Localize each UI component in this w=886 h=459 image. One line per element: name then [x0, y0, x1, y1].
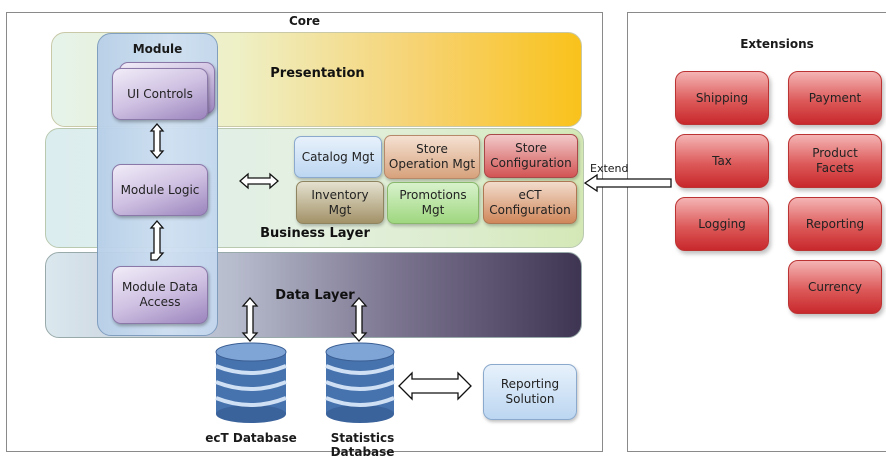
extensions-title: Extensions: [740, 37, 814, 51]
extend-arrow: [583, 173, 672, 193]
logic-data-double-arrow: [149, 220, 165, 261]
extend-label: Extend: [590, 162, 629, 175]
inventory-mgt-line2: Mgt: [328, 202, 352, 217]
module-logic-label: Module Logic: [120, 182, 200, 197]
extension-payment: Payment: [788, 71, 882, 125]
ect-configuration-line2: Configuration: [489, 202, 571, 217]
store-configuration-line1: Store: [515, 141, 547, 155]
module-logic-box: Module Logic: [112, 164, 208, 216]
ect-configuration-line1: eCT: [518, 187, 542, 202]
ect-configuration-box: eCT Configuration: [483, 181, 577, 224]
extension-reporting-label: Reporting: [805, 216, 865, 231]
store-operation-line1: Store: [416, 142, 448, 156]
data-layer-title: Data Layer: [275, 288, 355, 303]
datalayer-stats-db-double-arrow: [350, 297, 368, 342]
extension-tax-label: Tax: [712, 153, 732, 168]
extension-currency-label: Currency: [807, 279, 863, 294]
reporting-solution-line1: Reporting: [500, 377, 560, 391]
module-data-access-line2: Access: [139, 295, 181, 309]
catalog-mgt-box: Catalog Mgt: [294, 136, 382, 178]
extension-product-facets: Product Facets: [788, 134, 882, 188]
extension-shipping-label: Shipping: [695, 90, 749, 105]
datalayer-ect-db-double-arrow: [241, 297, 259, 342]
inventory-mgt-box: Inventory Mgt: [296, 181, 384, 224]
extension-payment-label: Payment: [808, 90, 862, 105]
store-configuration-box: Store Configuration: [484, 134, 578, 178]
reporting-solution-line2: Solution: [505, 392, 555, 406]
core-title: Core: [288, 14, 321, 28]
module-data-access-line1: Module Data: [121, 280, 199, 294]
extension-reporting: Reporting: [788, 197, 882, 251]
ect-database-icon: [215, 342, 287, 423]
extension-logging: Logging: [675, 197, 769, 251]
extension-logging-label: Logging: [698, 216, 746, 231]
promotions-mgt-line2: Mgt: [421, 203, 445, 217]
extension-product-facets-line1: Product: [812, 146, 858, 160]
store-configuration-line2: Configuration: [490, 156, 572, 170]
module-business-double-arrow: [239, 172, 279, 190]
extension-tax: Tax: [675, 134, 769, 188]
statistics-database-label: Statistics Database: [330, 431, 395, 459]
stats-reporting-double-arrow: [398, 371, 472, 401]
module-data-access-box: Module Data Access: [112, 266, 208, 324]
catalog-mgt-label: Catalog Mgt: [301, 149, 375, 164]
store-operation-line2: Operation Mgt: [388, 157, 476, 171]
extension-product-facets-line2: Facets: [815, 161, 855, 175]
statistics-database-icon: [325, 342, 395, 423]
promotions-mgt-box: Promotions Mgt: [387, 182, 479, 224]
module-title: Module: [132, 42, 183, 56]
arrows-layer: [149, 123, 672, 423]
business-layer-title: Business Layer: [260, 226, 370, 241]
ui-controls-label: UI Controls: [127, 86, 193, 101]
store-operation-mgt-box: Store Operation Mgt: [384, 135, 480, 179]
ui-logic-double-arrow: [149, 123, 165, 159]
reporting-solution-box: Reporting Solution: [483, 364, 577, 420]
inventory-mgt-line1: Inventory: [311, 187, 369, 202]
extension-shipping: Shipping: [675, 71, 769, 125]
promotions-mgt-line1: Promotions: [399, 188, 467, 202]
extension-currency: Currency: [788, 260, 882, 314]
presentation-layer-title: Presentation: [270, 66, 365, 81]
ui-controls-box: UI Controls: [112, 68, 208, 120]
ect-database-label: ecT Database: [205, 431, 297, 445]
